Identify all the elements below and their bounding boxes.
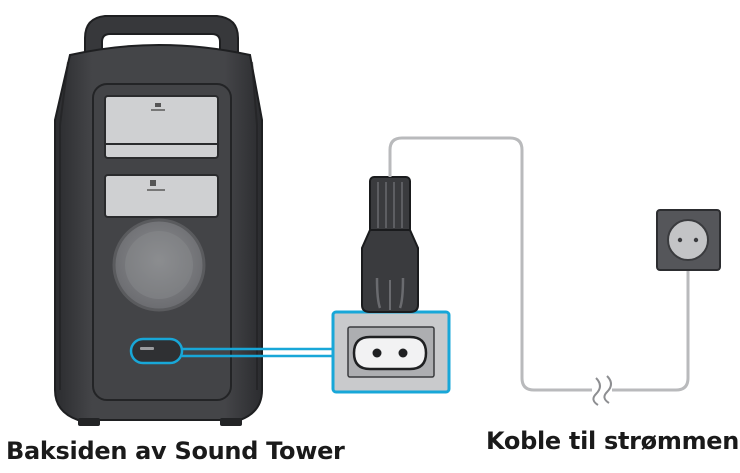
sound-tower-speaker [54,15,263,426]
lower-control-panel [104,174,219,218]
speaker-left-edge [59,61,69,390]
plug-body [361,229,419,313]
speaker-power-port [129,337,184,365]
cable-main [388,136,592,392]
upper-control-panel [104,95,219,159]
power-plug [361,176,419,313]
speaker-grill [112,218,206,312]
zoomed-power-inlet [331,310,451,394]
wall-outlet-socket [667,219,709,261]
cable-break-icon [592,375,612,406]
lower-panel-icon [150,180,156,186]
connect-power-caption: Koble til strømmen [486,427,740,455]
speaker-right-edge [251,61,258,390]
figure-eight-ac-inlet-icon [352,335,428,371]
speaker-foot-left [78,418,100,426]
highlight-connector [182,347,333,358]
speaker-back-caption: Baksiden av Sound Tower [6,437,345,465]
plug-head [369,176,411,234]
wall-socket-icon [656,209,721,271]
speaker-grill-inner [125,231,193,299]
cable-end [612,262,690,392]
upper-panel-icon [155,103,161,107]
speaker-foot-right [220,418,242,426]
power-cable [388,136,690,406]
